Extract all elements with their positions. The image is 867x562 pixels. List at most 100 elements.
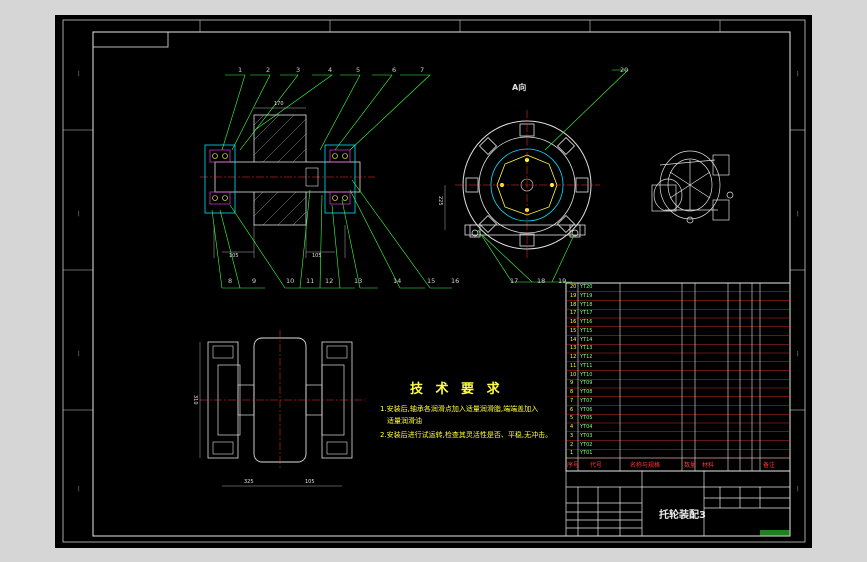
bom-row-no: 17 [570,310,577,317]
bom-row-code: YT09 [580,380,593,387]
bom-row-code: YT12 [580,354,593,360]
balloon-3: 3 [296,66,301,74]
bom-row-no: 16 [570,319,577,325]
bom-row-code: YT11 [580,362,593,369]
balloon-20: 20 [620,66,629,74]
balloon-18: 18 [537,277,546,285]
bom-row-code: YT03 [580,432,593,439]
balloon-9: 9 [252,277,257,285]
bom-row-code: YT14 [580,336,593,343]
balloon-10: 10 [286,277,295,285]
tech-requirements-title: 技 术 要 求 [410,382,504,397]
balloon-13: 13 [354,277,363,285]
balloon-11: 11 [306,277,315,285]
balloon-12: 12 [325,277,334,285]
leader-lines-top [221,74,431,151]
isometric-view [651,150,734,224]
bom-row-code: YT08 [580,389,593,395]
bom-header-code: 代号 [590,462,603,469]
bom-row-code: YT10 [580,371,593,378]
bom-row-code: YT15 [580,327,593,334]
balloon-2: 2 [266,66,271,74]
svg-text:|: | [78,211,80,217]
balloon-19: 19 [558,277,567,285]
bom-row-no: 15 [570,327,577,334]
drawing-title: 托轮装配3 [659,510,706,521]
bom-row-no: 11 [570,362,577,369]
bom-row-code: YT02 [580,441,593,448]
bom-row-no: 9 [570,380,574,387]
balloon-8: 8 [228,277,233,285]
svg-text:|: | [797,211,799,217]
bom-row-code: YT01 [580,450,593,457]
dim-width: 170 [274,101,284,107]
bom-row-no: 5 [570,415,574,422]
stamp [760,530,790,536]
balloon-1: 1 [238,66,243,74]
outer-frame [62,19,806,543]
balloon-4: 4 [328,66,333,74]
bom-row-no: 6 [570,406,574,413]
bom-row-no: 12 [570,354,577,360]
balloon-7: 7 [420,66,425,74]
svg-text:|: | [797,351,799,357]
svg-text:|: | [78,71,80,77]
dim-left: 105 [229,253,239,259]
balloon-14: 14 [393,277,402,285]
balloon-5: 5 [356,66,361,74]
bom-row-no: 18 [570,301,577,308]
bom-row-no: 14 [570,336,577,343]
bom-row-no: 2 [570,441,574,448]
left-bearing [204,144,236,214]
bom-row-no: 19 [570,292,577,299]
svg-text:|: | [78,351,80,357]
bom-row-no: 20 [570,284,577,290]
svg-text:|: | [78,486,80,492]
front-view [200,74,452,289]
bom-row-code: YT13 [580,345,593,352]
balloon-15: 15 [427,277,436,285]
side-view-a [444,69,629,283]
bom-header-qty: 数量 [684,462,697,469]
tech-requirement-2: 2.安装后进行试运转,检查其灵活性是否、平稳,无冲击。 [380,431,553,439]
dim-right: 105 [312,253,322,259]
bom-row-no: 13 [570,345,577,352]
title-block [565,470,791,537]
bom-row-no: 1 [570,450,574,457]
bom-row-no: 7 [570,397,574,404]
frame-marks: | | | | | | | | [78,71,799,492]
bom-row-no: 8 [570,389,574,395]
svg-text:|: | [797,71,799,77]
bom-row-code: YT19 [580,292,593,299]
balloon-6: 6 [392,66,397,74]
bom-row-code: YT05 [580,415,593,422]
frame-ticks [63,20,805,411]
bom-row-code: YT16 [580,319,593,325]
bom-row-code: YT04 [580,424,593,430]
tech-requirement-1: 1.安装后,轴承各润滑点加入适量润滑脂,端端盖加入 [380,405,539,413]
bom-row-code: YT18 [580,301,593,308]
dim-bottom-right: 105 [305,479,315,485]
svg-text:|: | [797,486,799,492]
base-plate [464,224,586,236]
bom-row-code: YT20 [580,284,593,290]
drawing-sheet [55,15,812,548]
bom-row-no: 4 [570,424,574,430]
bom-header-no: 序号 [567,462,580,469]
bom-row-code: YT06 [580,406,593,413]
bom-header-note: 备注 [763,462,776,469]
view-label: A向 [512,83,527,92]
bom-header-material: 材料 [702,462,715,469]
balloon-17: 17 [510,277,519,285]
dim-height: 225 [437,196,443,206]
leader-lines-bottom [211,179,452,289]
bom-row-no: 3 [570,432,574,439]
wheel-hatch [253,114,307,226]
bom-header-name: 名称与规格 [630,462,661,469]
top-view [199,330,365,487]
dim-front-height: 310 [192,395,198,405]
bom-row-code: YT07 [580,397,593,404]
tech-requirement-1b: 适量润滑油 [387,417,422,425]
balloon-16: 16 [451,277,460,285]
